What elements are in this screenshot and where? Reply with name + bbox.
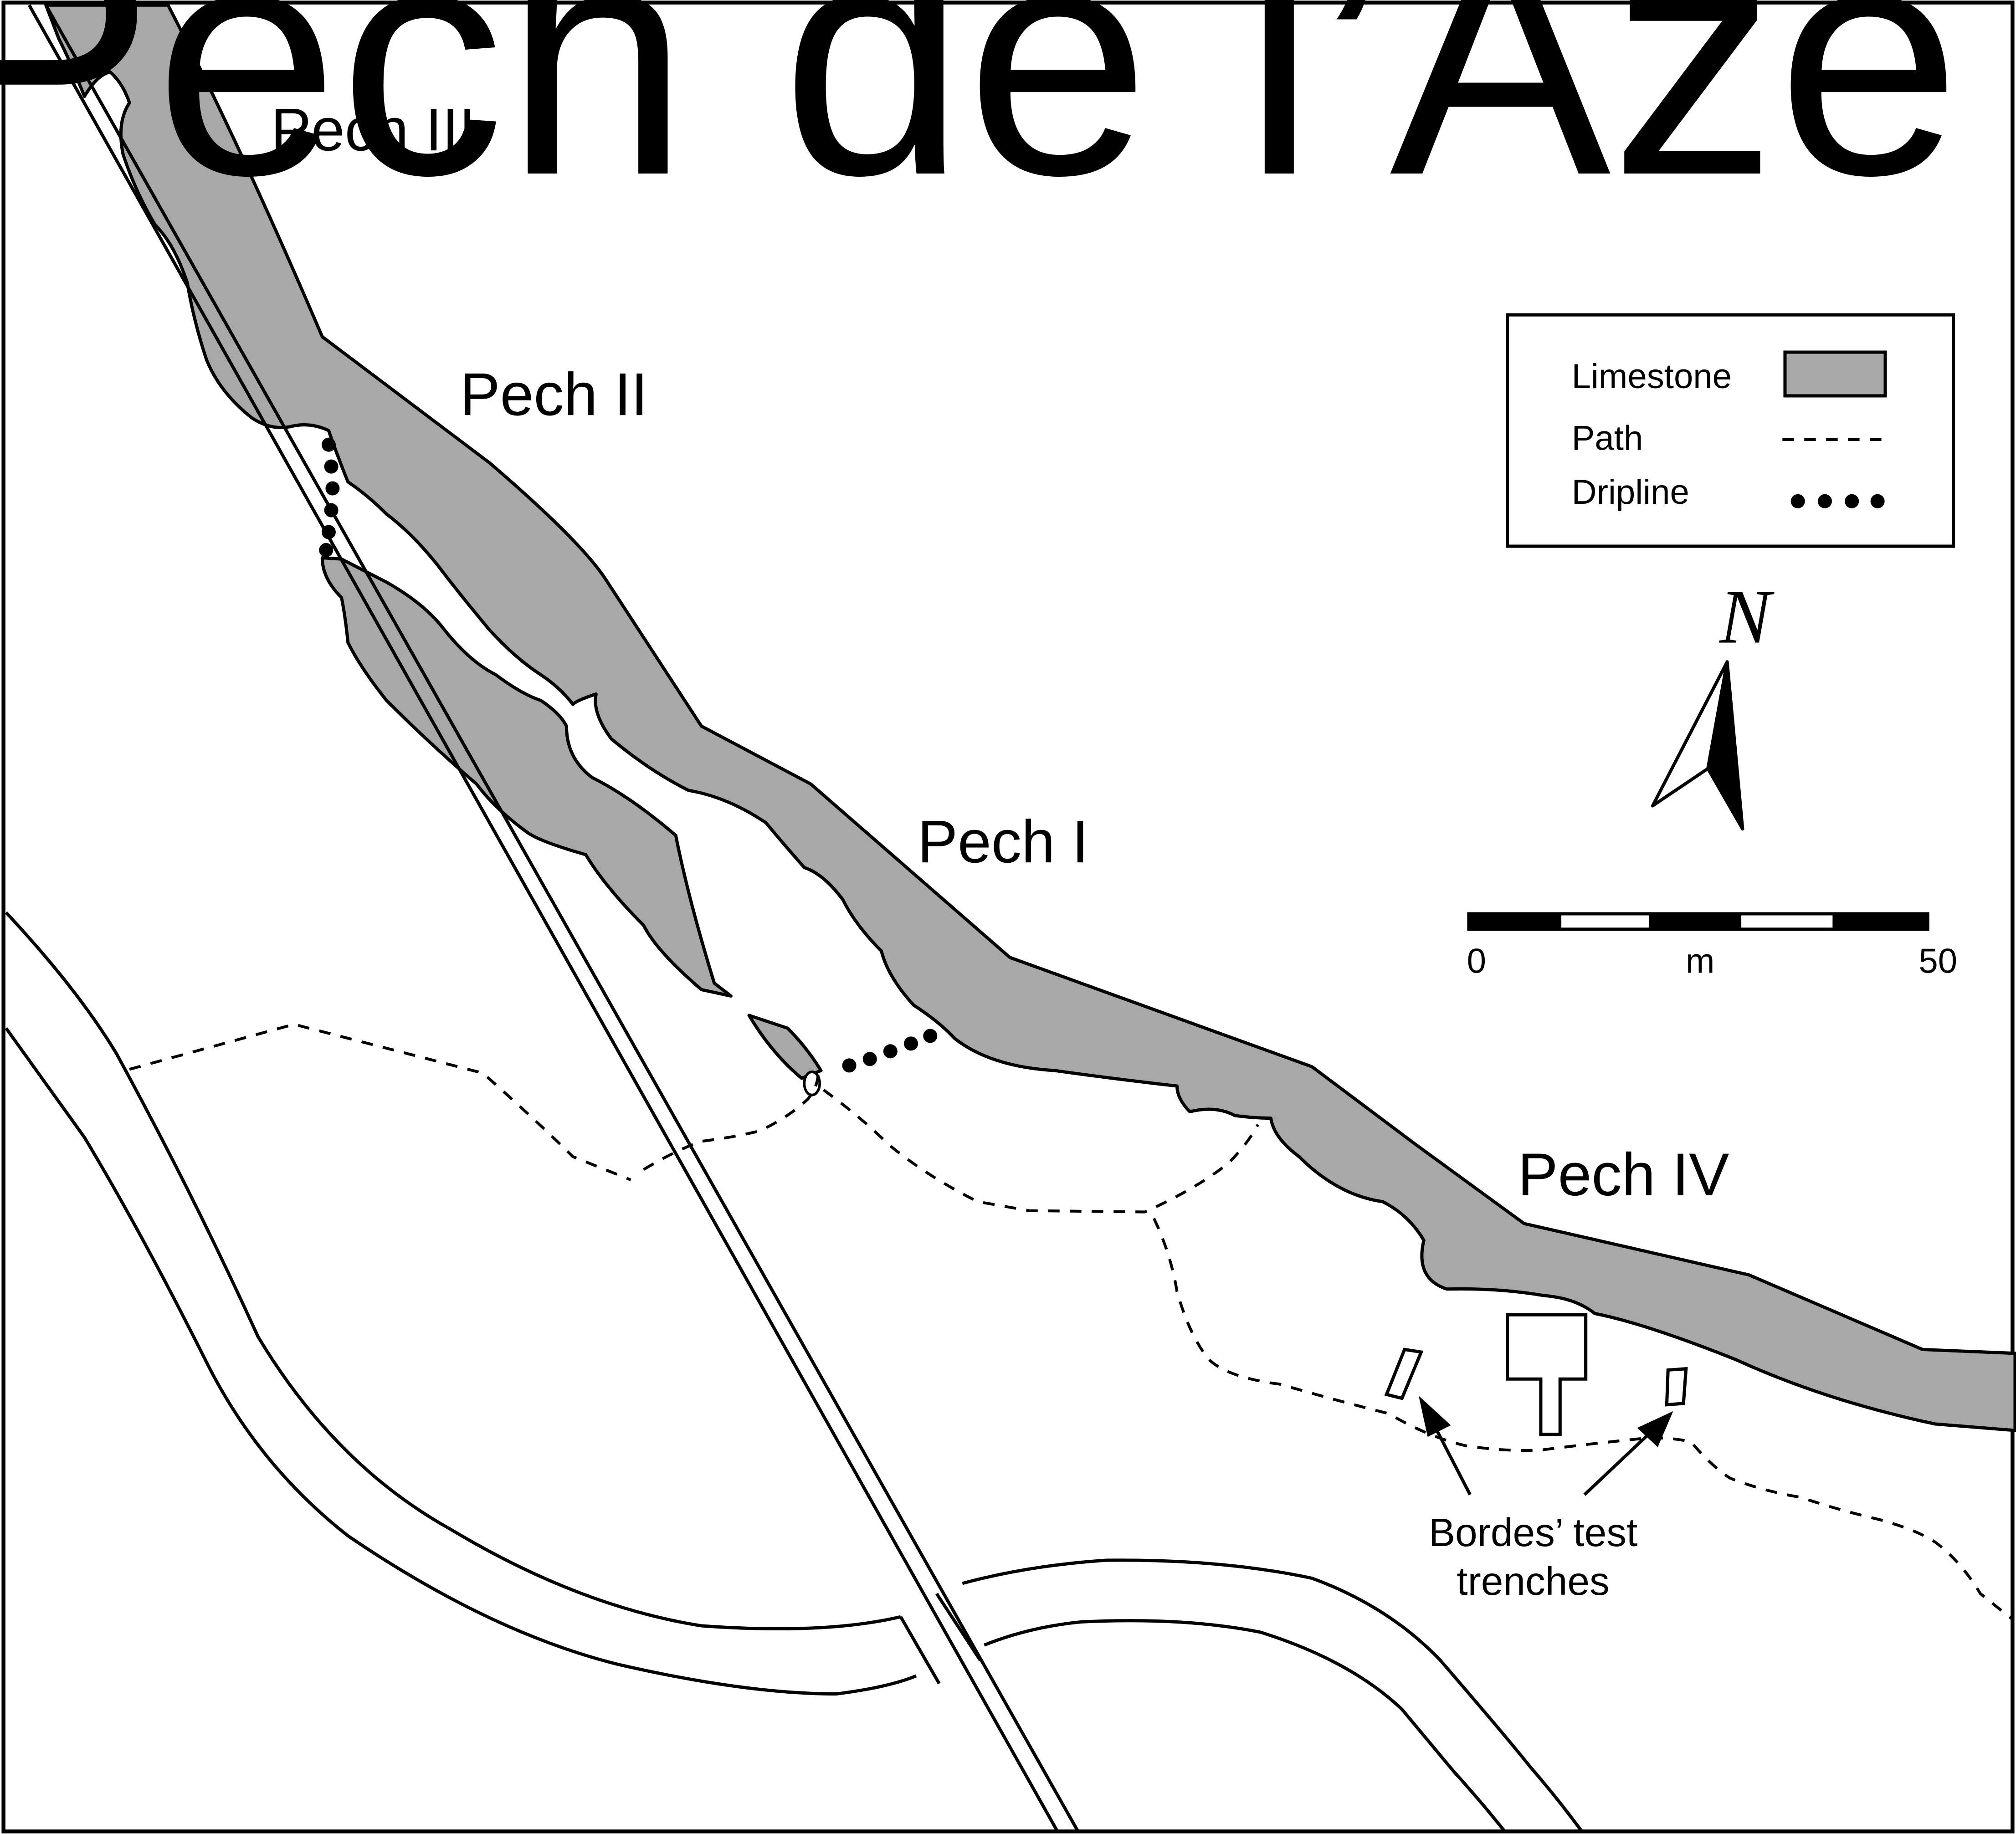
road-crossing-mark-2 [935,1593,982,1662]
limestone-lower-spur [320,556,733,998]
scale-bar-seg-5 [1832,913,1928,929]
dripline-pech-i [842,1029,938,1073]
north-arrow: N [1651,574,1775,831]
river-lower-edge [983,1619,1506,1833]
river-upper-edge [962,1558,1584,1833]
small-boulder [803,1071,821,1096]
site-label-pech-iv: Pech IV [1518,1141,1729,1209]
legend-label-limestone: Limestone [1572,357,1732,396]
lower-road-lower-edge [5,1027,917,1696]
scale-bar-seg-3 [1648,913,1742,929]
scale-label-unit: m [1686,942,1714,981]
road-edge-left [28,4,1059,1833]
map-title: Pech de l’Azé [0,0,1961,244]
path-segment-east [822,1088,1259,1214]
trench-arrow-west-head [1418,1395,1451,1437]
lower-road-upper-edge [5,911,901,1631]
path-segment-west [129,1023,631,1181]
site-label-pech-iii: Pech III [271,96,476,164]
site-label-pech-ii: Pech II [460,361,648,428]
path-segment-south [1152,1218,2014,1621]
path-segment-to-pech-i [643,1066,820,1171]
scale-label-start: 0 [1467,942,1486,981]
test-trench-west [1384,1347,1424,1400]
limestone-rock-fragment [747,1014,823,1080]
legend-label-path: Path [1572,419,1643,457]
north-arrow-black-half [1706,660,1744,831]
legend: Limestone Path Dripline [1506,313,1955,548]
road-crossing-mark-1 [899,1616,941,1685]
scale-label-end: 50 [1919,942,1957,981]
legend-swatch-limestone [1783,350,1887,398]
footpaths [129,1023,2014,1621]
scale-bar: 0 m 50 [1467,912,1957,981]
north-label: N [1718,574,1775,660]
excavation-structure [1506,1313,1588,1436]
annotation-line-1: Bordes’ test [1429,1510,1638,1555]
legend-label-dripline: Dripline [1572,473,1689,512]
trench-arrow-east-head [1637,1411,1673,1447]
limestone-main-ridge [44,3,2016,1432]
test-trench-east [1665,1367,1688,1407]
trench-arrow-east-line [1583,1428,1655,1496]
legend-swatch-dripline [1790,494,1885,508]
scale-bar-seg-1 [1468,913,1562,929]
site-label-pech-i: Pech I [918,808,1089,876]
annotation-line-2: trenches [1457,1559,1609,1603]
road-edge-right [44,4,1080,1833]
